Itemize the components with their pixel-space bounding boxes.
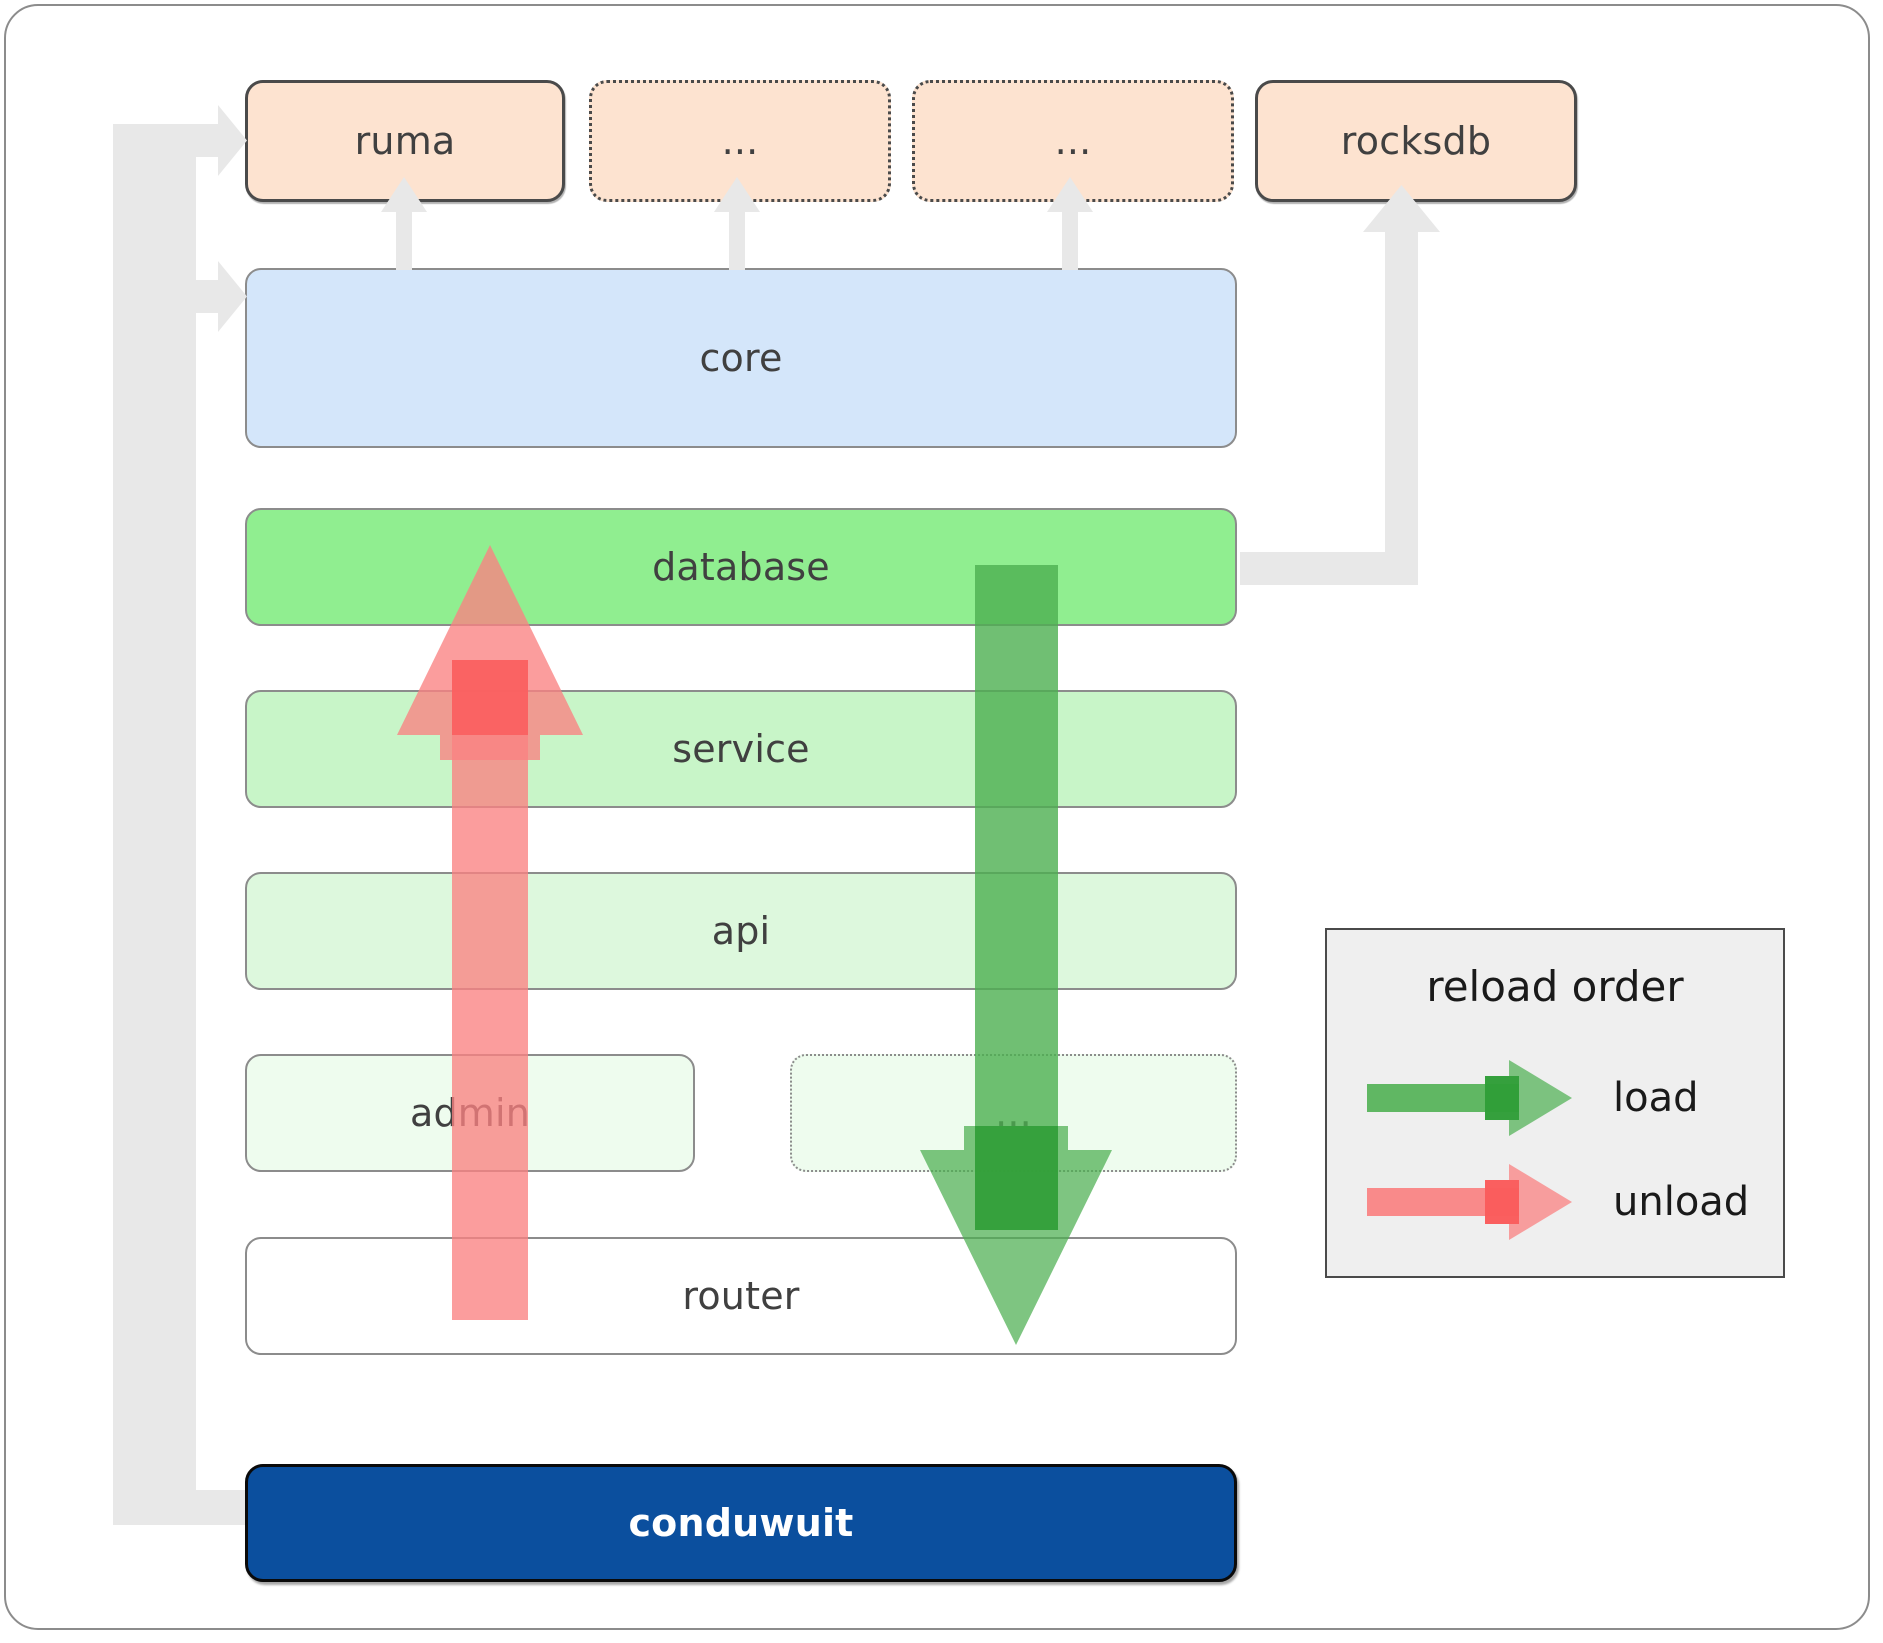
layer-core-label: core — [699, 336, 783, 380]
diagram-frame — [4, 4, 1870, 1630]
layer-service[interactable]: service — [245, 690, 1237, 808]
layer-admin-label: admin — [409, 1091, 531, 1135]
root-crate-conduwuit[interactable]: conduwuit — [245, 1464, 1237, 1582]
layer-router-label: router — [682, 1274, 800, 1318]
layer-database-label: database — [652, 545, 830, 589]
legend-row-unload: unload — [1327, 1162, 1783, 1242]
layer-service-label: service — [672, 727, 810, 771]
dep-box-ellipsis-1-label: ... — [721, 119, 759, 163]
legend-load-label: load — [1613, 1075, 1699, 1121]
dep-box-rocksdb[interactable]: rocksdb — [1255, 80, 1577, 202]
layer-ellipsis[interactable]: ... — [790, 1054, 1237, 1172]
dep-box-ruma[interactable]: ruma — [245, 80, 565, 202]
root-crate-label: conduwuit — [628, 1501, 854, 1545]
layer-ellipsis-label: ... — [995, 1091, 1032, 1135]
legend-title: reload order — [1426, 962, 1684, 1011]
layer-core[interactable]: core — [245, 268, 1237, 448]
dep-box-ellipsis-2[interactable]: ... — [912, 80, 1234, 202]
layer-admin[interactable]: admin — [245, 1054, 695, 1172]
legend-unload-arrow-icon — [1367, 1162, 1577, 1242]
layer-router[interactable]: router — [245, 1237, 1237, 1355]
legend-load-arrow-icon — [1367, 1058, 1577, 1138]
layer-api[interactable]: api — [245, 872, 1237, 990]
layer-database[interactable]: database — [245, 508, 1237, 626]
legend-panel: reload order load unload — [1325, 928, 1785, 1278]
dep-box-ruma-label: ruma — [354, 119, 456, 163]
dep-box-rocksdb-label: rocksdb — [1340, 119, 1492, 163]
dep-box-ellipsis-2-label: ... — [1054, 119, 1092, 163]
legend-row-load: load — [1327, 1058, 1783, 1138]
layer-api-label: api — [711, 909, 771, 953]
legend-unload-label: unload — [1613, 1179, 1750, 1225]
dep-box-ellipsis-1[interactable]: ... — [589, 80, 891, 202]
